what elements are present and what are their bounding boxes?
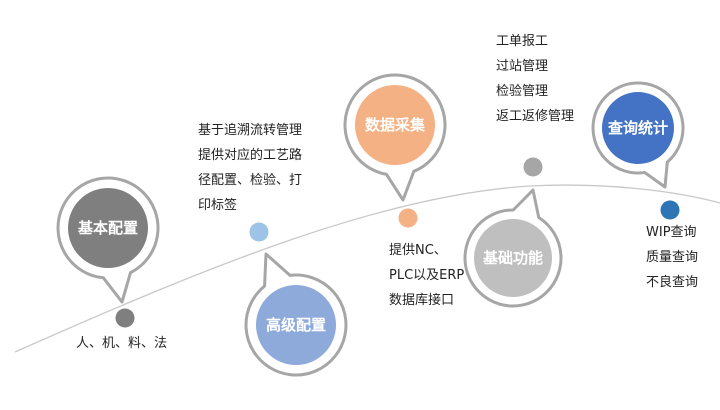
desc-line: PLC以及ERP: [389, 268, 465, 283]
timeline-dot: [249, 222, 269, 242]
timeline-dot: [115, 308, 135, 328]
timeline-dot: [398, 208, 418, 228]
timeline-dot: [660, 200, 680, 220]
desc-line: 印标签: [198, 198, 238, 213]
stage-4-description: 工单报工 过站管理 检验管理 返工返修管理: [496, 29, 574, 129]
desc-line: 返工返修管理: [496, 109, 575, 124]
desc-line: 提供对应的工艺路: [198, 148, 303, 163]
stage-title: 高级配置: [266, 316, 326, 334]
stage-circle: [256, 285, 336, 365]
desc-line: 过站管理: [496, 59, 549, 74]
stage-1-description: 人、机、料、法: [76, 331, 167, 356]
stage-5-description: WIP查询 质量查询 不良查询: [646, 220, 698, 295]
desc-line: 数据库接口: [389, 293, 455, 308]
desc-line: 质量查询: [646, 250, 699, 265]
desc-line: 基于追溯流转管理: [198, 123, 303, 138]
desc-line: WIP查询: [646, 225, 697, 240]
desc-line: 检验管理: [496, 84, 549, 99]
desc-line: 不良查询: [646, 275, 699, 290]
timeline-curve: [14, 184, 720, 353]
stage-circle: [68, 188, 148, 268]
desc-line: 人、机、料、法: [76, 336, 168, 351]
desc-line: 径配置、检验、打: [198, 173, 303, 188]
stage-title: 数据采集: [365, 116, 426, 134]
stage-circle: [602, 92, 674, 164]
stage-3-description: 提供NC、 PLC以及ERP 数据库接口: [389, 238, 464, 313]
desc-line: 工单报工: [496, 34, 549, 49]
stage-title: 基础功能: [482, 249, 543, 267]
desc-line: 提供NC、: [389, 243, 447, 258]
timeline-dot: [523, 157, 543, 177]
stage-2-description: 基于追溯流转管理 提供对应的工艺路 径配置、检验、打 印标签: [198, 118, 302, 218]
stage-title: 基本配置: [77, 219, 138, 237]
stage-circle: [474, 219, 552, 297]
stage-circle: [355, 85, 435, 165]
stage-title: 查询统计: [608, 119, 668, 137]
